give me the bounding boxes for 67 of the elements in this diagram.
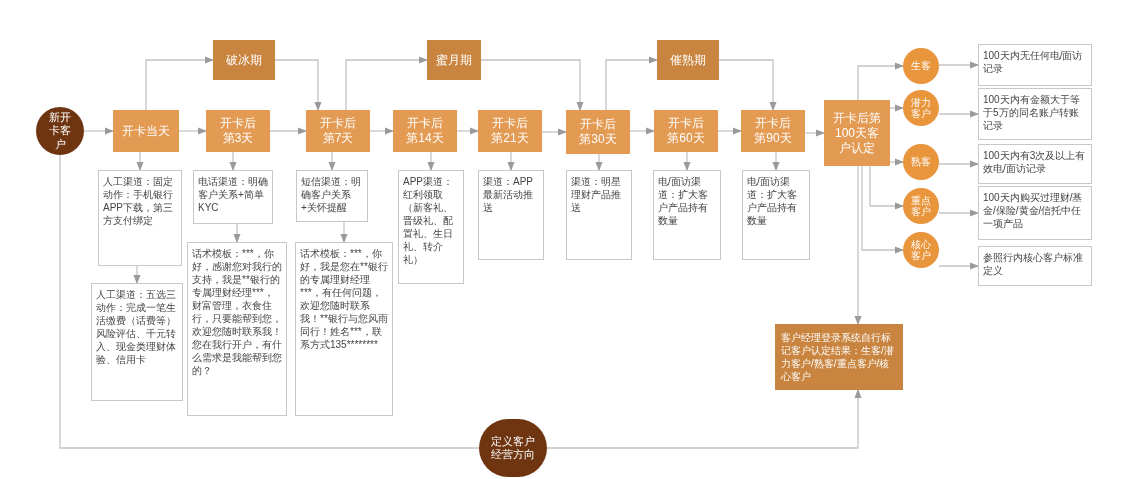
arrow <box>938 262 979 270</box>
arrow <box>328 151 336 171</box>
arrow <box>595 153 603 171</box>
result-box: 客户经理登录系统自行标记客户认定结果：生客/潜力客户/熟客/重点客户/核心客户 <box>775 324 903 390</box>
arrow <box>605 56 658 111</box>
arrow <box>340 221 348 243</box>
arrow <box>541 128 567 136</box>
note-box: APP渠道：红利领取（新客礼、晋级礼、配置礼、生日礼、转介礼） <box>398 170 464 284</box>
arrow <box>269 127 307 135</box>
stage-box: 开卡后第30天 <box>566 110 630 154</box>
stage-box: 开卡后第60天 <box>654 110 718 152</box>
arrow <box>804 129 825 137</box>
arrow <box>629 127 655 135</box>
arrow <box>546 389 862 449</box>
note-box: 100天内无任何电/面访记录 <box>978 44 1092 86</box>
arrow <box>229 151 237 171</box>
arrow <box>938 160 979 168</box>
arrow <box>507 151 515 171</box>
arrow <box>456 127 479 135</box>
phase-box: 催熟期 <box>657 40 719 80</box>
arrow <box>889 158 904 166</box>
arrow <box>718 59 777 111</box>
note-box: 电话渠道：明确客户关系+简单KYC <box>193 170 273 224</box>
note-box: 100天内有3次及以上有效电/面访记录 <box>978 144 1092 184</box>
note-box: 100天内购买过理财/基金/保险/黄金/信托中任一项产品 <box>978 186 1092 240</box>
arrow <box>83 127 114 135</box>
stage-box: 开卡后第100天客户认定 <box>824 100 890 166</box>
note-box: 人工渠道：固定动作：手机银行APP下载，第三方支付绑定 <box>98 170 182 266</box>
note-box: 渠道：APP最新活动推送 <box>478 170 544 260</box>
stage-box: 开卡后第90天 <box>741 110 805 152</box>
note-box: 人工渠道：五选三动作：完成一笔生活缴费（话费等）风险评估、千元转入、现金类理财体验、信用卡 <box>91 283 183 401</box>
arrow <box>854 165 862 325</box>
note-box: 话术模板：***，你好，感谢您对我行的支持，我是**银行的专属理财经理***，财富管理，衣食住行，只要能帮到您，欢迎您随时联系我！您在我行开户，有什么需求是我能帮到您的？ <box>187 242 287 416</box>
arrow <box>369 127 394 135</box>
arrow <box>683 151 691 171</box>
arrow <box>861 165 904 254</box>
arrow <box>717 127 742 135</box>
arrow <box>480 59 584 111</box>
note-box: 电/面访渠道：扩大客户产品持有数量 <box>742 170 810 260</box>
arrow <box>145 56 214 111</box>
note-box: 渠道：明星理财产品推送 <box>566 170 632 260</box>
stage-box: 开卡后第3天 <box>206 110 270 152</box>
arrow <box>136 151 144 171</box>
note-box: 电/面访渠道：扩大客户产品持有数量 <box>653 170 721 260</box>
arrow <box>345 56 428 111</box>
phase-box: 蜜月期 <box>427 40 481 80</box>
stage-box: 开卡当天 <box>113 110 179 152</box>
stage-box: 开卡后第7天 <box>306 110 370 152</box>
phase-box: 破冰期 <box>213 40 275 80</box>
arrow <box>938 61 979 69</box>
stage-box: 开卡后第21天 <box>478 110 542 152</box>
arrow <box>938 209 979 217</box>
note-box: 短信渠道：明确客户关系+关怀提醒 <box>296 170 368 222</box>
arrow <box>233 223 241 243</box>
arrow <box>938 110 979 118</box>
arrow <box>889 104 904 112</box>
arrow <box>133 265 141 284</box>
note-box: 100天内有金额大于等于5万的同名账户转账记录 <box>978 88 1092 140</box>
stage-box: 开卡后第14天 <box>393 110 457 152</box>
arrow <box>869 165 904 210</box>
arrow <box>857 62 904 101</box>
arrow <box>427 151 435 171</box>
arrow <box>274 59 322 111</box>
note-box: 话术模板：***，你好，我是您在**银行的专属理财经理***，有任何问题，欢迎您随时联系我！**银行与您风雨同行！姓名***，联系方式135******** <box>295 242 393 416</box>
arrow <box>178 127 207 135</box>
note-box: 参照行内核心客户标准定义 <box>978 246 1092 286</box>
arrow <box>772 151 780 171</box>
